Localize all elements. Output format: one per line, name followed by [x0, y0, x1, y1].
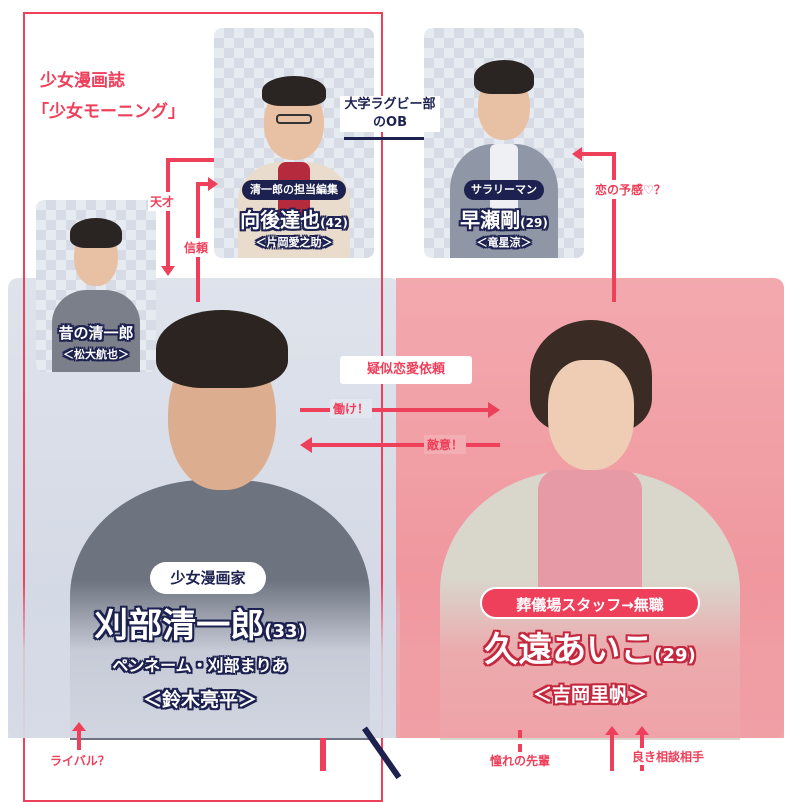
- card-mukougo[interactable]: 清一郎の担当編集 向後達也(42) ＜片岡愛之助＞: [214, 28, 374, 258]
- name-past-seiichiro: 昔の清一郎: [58, 324, 134, 342]
- work-line: [300, 408, 490, 412]
- name-block-karibe: 刈部清一郎(33): [40, 598, 360, 647]
- actor-mukougo: ＜片岡愛之助＞: [255, 236, 333, 249]
- actor-karibe: ＜鈴木亮平＞: [142, 689, 257, 711]
- name-karibe: 刈部清一郎: [94, 606, 265, 646]
- card-past-seiichiro[interactable]: 昔の清一郎 ＜松大航也＞: [36, 200, 156, 372]
- portrait-hayase: [444, 46, 564, 258]
- name-kudo: 久遠あいこ: [484, 630, 655, 670]
- fake-love-label: 疑似恋愛依頼: [340, 356, 472, 384]
- age-hayase: (29): [520, 216, 548, 230]
- love-hint-label: 恋の予感♡？: [592, 180, 669, 199]
- role-badge-hayase: サラリーマン: [464, 180, 544, 200]
- trust-arrow-icon: [208, 177, 218, 191]
- actor-kudo: ＜吉岡里帆＞: [532, 684, 647, 706]
- portrait-mukougo: [234, 62, 354, 258]
- hostility-line: [312, 443, 500, 447]
- role-badge-mukougo: 清一郎の担当編集: [242, 180, 346, 200]
- name-block-kudo: 久遠あいこ(29): [420, 622, 760, 671]
- genius-line-h: [166, 158, 214, 162]
- portrait-past-seiichiro: [48, 210, 144, 372]
- card-hayase[interactable]: サラリーマン 早瀬剛(29) ＜竜星涼＞: [424, 28, 584, 258]
- magazine-subname: 「少女モーニング」: [32, 102, 185, 122]
- name-mukougo: 向後達也: [240, 208, 321, 232]
- age-karibe: (33): [264, 621, 306, 642]
- age-kudo: (29): [654, 645, 696, 666]
- name-block-mukougo: 向後達也(42): [214, 204, 374, 233]
- rugby-label-line2: のOB: [373, 115, 407, 130]
- advisor-arrow-icon-1: [605, 726, 619, 735]
- magazine-label: 少女漫画誌 「少女モーニング」: [32, 66, 200, 122]
- rugby-label-line1: 大学ラグビー部: [344, 97, 436, 112]
- rival-line: [77, 730, 81, 750]
- genius-line: [166, 158, 170, 268]
- role-badge-kudo: 葬儀場スタッフ→無職: [480, 587, 700, 619]
- actor-past-seiichiro: ＜松大航也＞: [63, 348, 129, 361]
- actor-hayase: ＜竜星涼＞: [476, 236, 532, 249]
- trust-line-h: [196, 182, 210, 186]
- role-badge-karibe: 少女漫画家: [150, 562, 266, 594]
- genius-label: 天才: [148, 192, 177, 211]
- senior-label: 憧れの先輩: [490, 754, 551, 768]
- hostility-arrow-icon: [300, 437, 312, 453]
- rugby-label: 大学ラグビー部 のOB: [340, 96, 440, 132]
- genius-arrow-icon: [161, 266, 175, 276]
- senior-line: [518, 730, 522, 752]
- love-hint-line-h: [580, 152, 616, 156]
- center-red-line: [320, 738, 326, 771]
- penname-karibe: ペンネーム・刈部まりあ: [112, 656, 288, 675]
- love-hint-line: [612, 152, 616, 302]
- love-hint-arrow-icon: [572, 147, 582, 161]
- rival-label: ライバル？: [50, 754, 110, 768]
- rival-arrow-icon: [72, 722, 86, 731]
- magazine-name: 少女漫画誌: [40, 71, 125, 91]
- work-arrow-icon: [488, 402, 500, 418]
- advisor-arrow-icon-2: [635, 726, 649, 735]
- trust-label: 信頼: [182, 238, 211, 257]
- advisor-label: 良き相談相手: [630, 748, 707, 765]
- name-block-hayase: 早瀬剛(29): [424, 204, 584, 233]
- rugby-line: [344, 137, 424, 140]
- work-label: 働け！: [330, 399, 373, 418]
- age-mukougo: (42): [320, 216, 348, 230]
- karibe-fade: [8, 580, 400, 738]
- hostility-label: 敵意！: [424, 435, 467, 454]
- advisor-line-1: [610, 734, 614, 771]
- name-hayase: 早瀬剛: [460, 208, 521, 232]
